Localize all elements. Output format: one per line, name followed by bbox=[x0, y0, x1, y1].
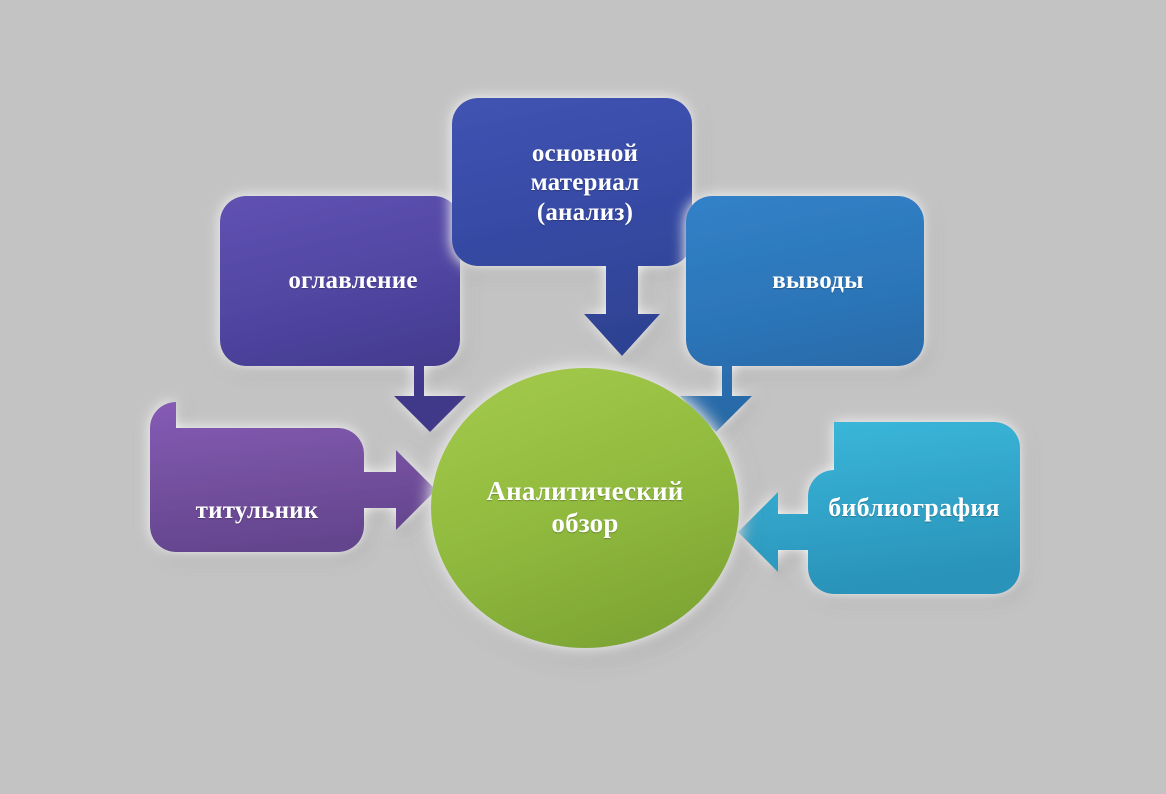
node-titulnik[interactable] bbox=[150, 402, 436, 552]
node-bibliografiya[interactable] bbox=[738, 422, 1020, 594]
node-oglavlenie[interactable] bbox=[220, 196, 466, 432]
node-vyvody[interactable] bbox=[680, 196, 924, 432]
node-center-circle[interactable] bbox=[431, 368, 739, 648]
node-osnovnoy-material[interactable] bbox=[452, 98, 692, 356]
